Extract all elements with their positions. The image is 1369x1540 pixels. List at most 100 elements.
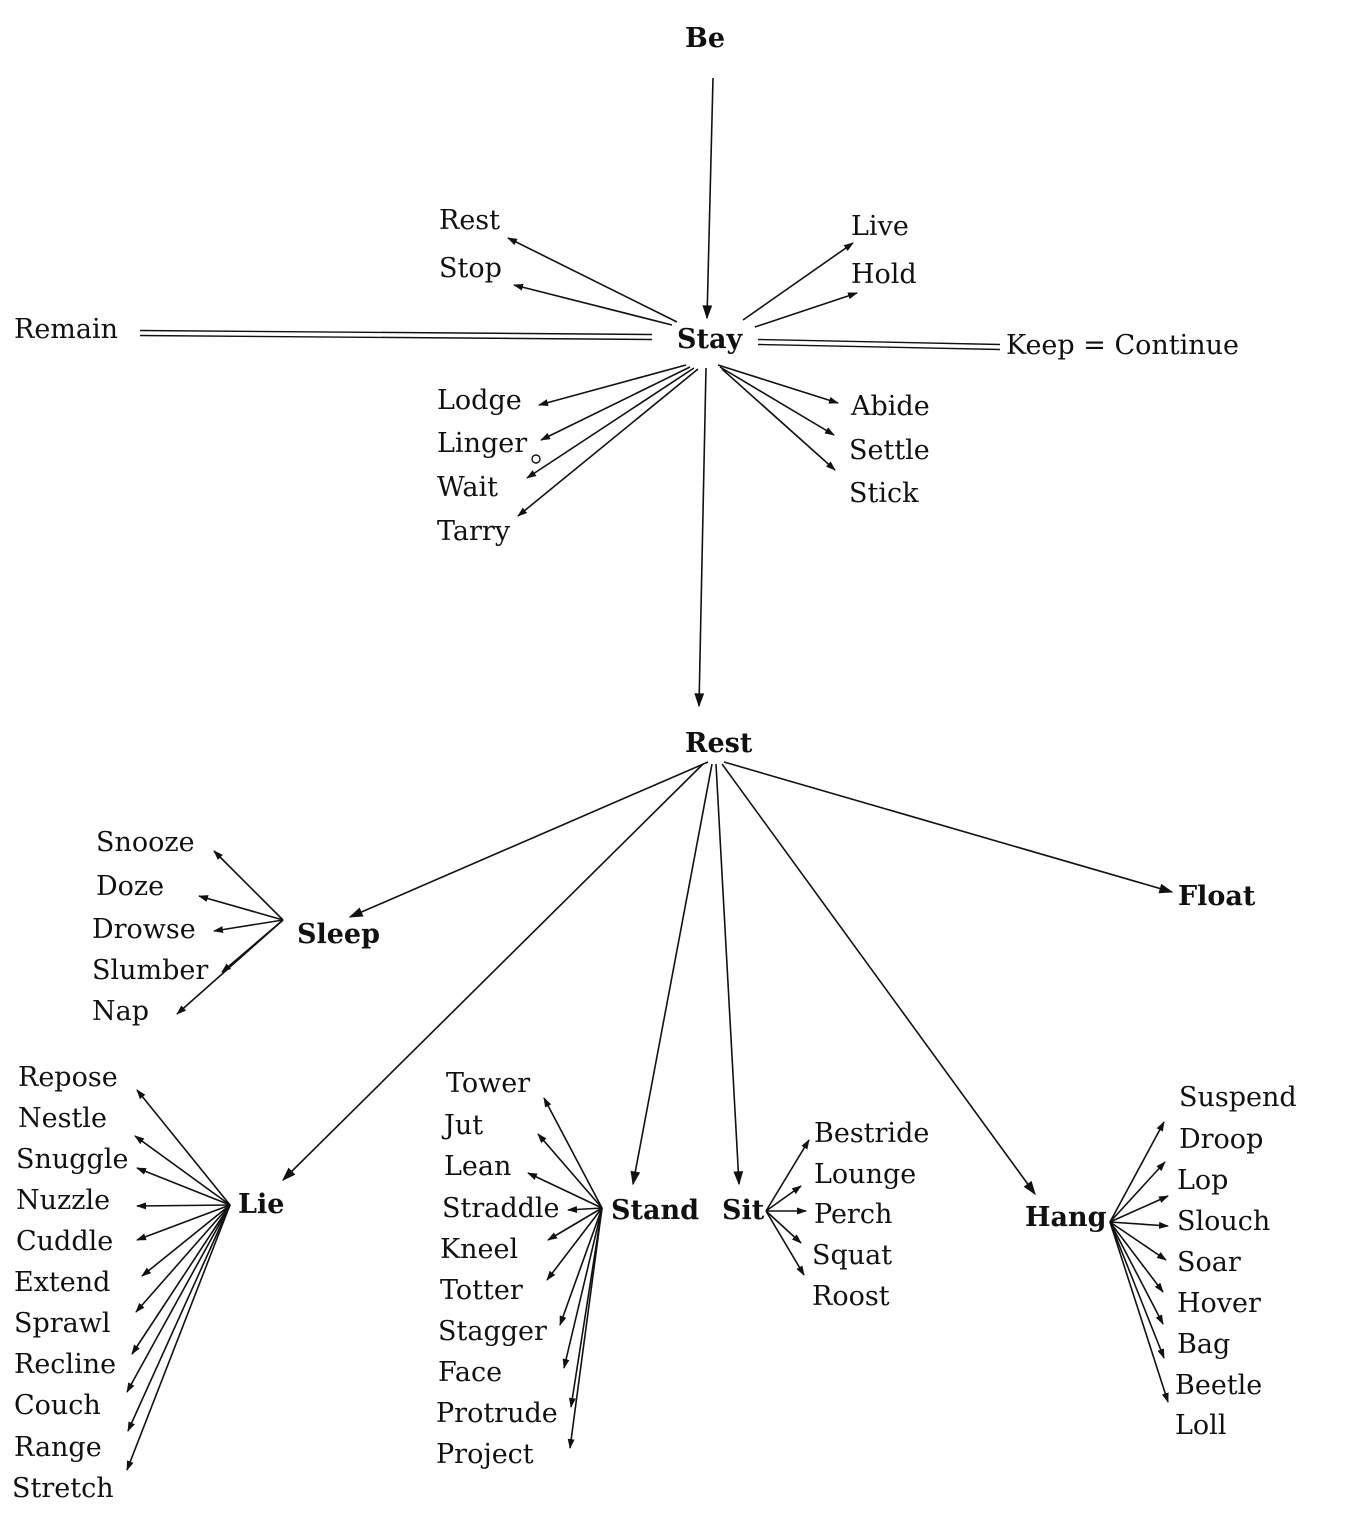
- sit-child-perch: Perch: [814, 1199, 893, 1230]
- stand-child-totter: Totter: [440, 1275, 523, 1306]
- edge-stand-child-1: [537, 1133, 603, 1209]
- edge-stand-child-7: [562, 1207, 603, 1369]
- edge-lie-child-0: [136, 1089, 231, 1206]
- stay-synonym-remain: Remain: [14, 314, 119, 345]
- lie-child-sprawl: Sprawl: [14, 1308, 111, 1339]
- stand-child-project: Project: [436, 1439, 534, 1470]
- edge-stand-child-2: [527, 1172, 603, 1209]
- edge-hang-child-8: [1109, 1221, 1169, 1403]
- edge-lie-child-6: [135, 1204, 231, 1313]
- edge-sit-child-3: [765, 1210, 802, 1244]
- edge-stand-child-3: [567, 1205, 603, 1213]
- sit-child-roost: Roost: [812, 1281, 890, 1312]
- edge-stay-linger: [540, 366, 691, 441]
- edge-sleep-child-1: [198, 895, 284, 921]
- edge-lie-child-2: [136, 1167, 231, 1206]
- stand-child-face: Face: [438, 1357, 503, 1388]
- edge-hang-child-1: [1109, 1161, 1166, 1223]
- edge-hang-child-3: [1109, 1221, 1169, 1229]
- stand-child-protrude: Protrude: [436, 1398, 558, 1429]
- stay-child-wait: Wait: [437, 472, 498, 503]
- sit-child-lounge: Lounge: [814, 1159, 917, 1190]
- hang-child-loll: Loll: [1175, 1410, 1227, 1441]
- edge-stay-rest-child: [507, 237, 678, 323]
- edge-rest-sleep: [348, 761, 709, 918]
- hang-child-soar: Soar: [1177, 1247, 1241, 1278]
- hub-stay: Stay: [677, 324, 743, 355]
- sleep-child-drowse: Drowse: [92, 914, 196, 945]
- sit-child-bestride: Bestride: [814, 1118, 930, 1149]
- lie-child-nuzzle: Nuzzle: [16, 1185, 111, 1216]
- lie-child-extend: Extend: [14, 1267, 111, 1298]
- edge-sit-child-0: [765, 1139, 810, 1212]
- sleep-child-slumber: Slumber: [92, 955, 209, 986]
- hub-lie: Lie: [238, 1189, 285, 1220]
- edge-be-stay: [702, 77, 714, 320]
- lie-child-recline: Recline: [14, 1349, 117, 1380]
- edge-stand-child-4: [547, 1207, 603, 1241]
- hub-be: Be: [685, 23, 725, 54]
- lie-child-repose: Repose: [18, 1062, 118, 1093]
- stay-child-linger: Linger: [437, 428, 528, 459]
- sleep-child-nap: Nap: [92, 996, 150, 1027]
- stand-child-tower: Tower: [446, 1068, 531, 1099]
- stay-synonym-keep: Keep = Continue: [1006, 330, 1240, 361]
- sit-child-squat: Squat: [812, 1240, 893, 1271]
- stay-child-tarry: Tarry: [437, 516, 511, 547]
- edge-lie-child-4: [136, 1204, 231, 1241]
- hub-rest: Rest: [685, 728, 753, 759]
- edge-stay-rest: [694, 367, 707, 708]
- hub-stand: Stand: [611, 1195, 699, 1226]
- edge-stay-hold: [754, 292, 858, 328]
- stand-child-jut: Jut: [444, 1110, 484, 1141]
- stay-child-rest: Rest: [439, 205, 501, 236]
- hang-child-bag: Bag: [1177, 1329, 1231, 1360]
- edge-lie-child-9: [127, 1204, 231, 1432]
- edge-stay-lodge: [538, 364, 687, 407]
- edge-stay-stop: [513, 283, 673, 326]
- edge-sleep-child-0: [213, 850, 284, 921]
- edge-stay-stick: [721, 368, 836, 471]
- stay-child-hold: Hold: [851, 259, 917, 290]
- hang-child-droop: Droop: [1179, 1124, 1264, 1155]
- edge-lie-child-8: [126, 1204, 231, 1393]
- edge-hang-child-6: [1109, 1221, 1164, 1325]
- hang-child-slouch: Slouch: [1177, 1206, 1271, 1237]
- edge-stay-keep-2: [757, 343, 1001, 351]
- hub-float: Float: [1178, 881, 1256, 912]
- edge-stay-settle: [719, 366, 835, 436]
- edge-hang-child-5: [1109, 1221, 1164, 1293]
- lie-child-range: Range: [14, 1432, 102, 1463]
- stay-child-stop: Stop: [439, 253, 502, 284]
- edge-lie-child-7: [131, 1204, 231, 1355]
- edge-stay-wait: [526, 367, 695, 479]
- edge-rest-lie: [282, 763, 704, 1181]
- edge-stand-child-6: [559, 1207, 603, 1326]
- lie-child-snuggle: Snuggle: [16, 1144, 129, 1175]
- edge-lie-child-3: [136, 1202, 231, 1210]
- stay-child-lodge: Lodge: [437, 385, 522, 416]
- edge-stand-child-0: [543, 1097, 603, 1209]
- stay-child-abide: Abide: [851, 391, 930, 422]
- stand-child-stagger: Stagger: [438, 1316, 547, 1347]
- edge-stay-remain-1: [139, 329, 653, 336]
- edge-rest-stand: [630, 763, 713, 1186]
- edge-lie-child-5: [141, 1204, 231, 1277]
- stay-child-live: Live: [851, 211, 909, 242]
- hub-sit: Sit: [722, 1195, 765, 1226]
- hang-child-lop: Lop: [1177, 1165, 1229, 1196]
- edge-sleep-child-4: [176, 919, 284, 1015]
- sleep-child-doze: Doze: [96, 871, 165, 902]
- lie-child-cuddle: Cuddle: [16, 1226, 114, 1257]
- edge-stand-child-9: [567, 1207, 603, 1449]
- sleep-child-snooze: Snooze: [96, 827, 195, 858]
- lie-child-nestle: Nestle: [18, 1103, 107, 1134]
- edge-rest-sit: [715, 763, 744, 1186]
- edge-lie-child-10: [126, 1204, 231, 1471]
- hang-child-suspend: Suspend: [1179, 1082, 1297, 1113]
- edge-hang-child-2: [1109, 1195, 1169, 1223]
- stay-child-settle: Settle: [849, 435, 930, 466]
- edge-lie-child-1: [134, 1135, 231, 1206]
- stand-child-kneel: Kneel: [440, 1234, 519, 1265]
